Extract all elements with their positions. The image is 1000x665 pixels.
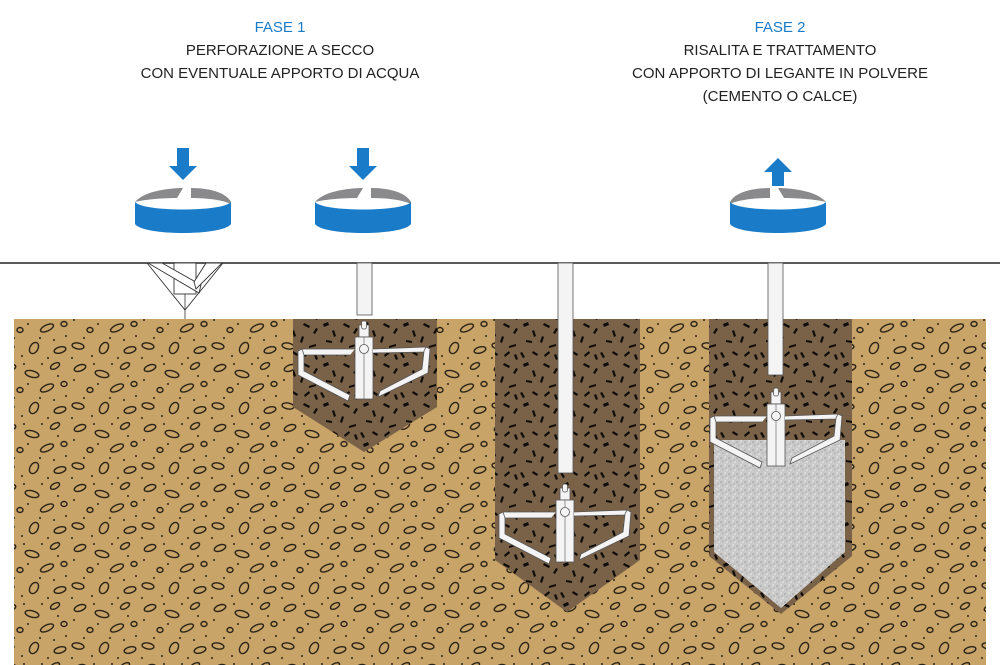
- phase-2-line-1: RISALITA E TRATTAMENTO: [683, 42, 877, 59]
- phase-2-title: FASE 2: [754, 19, 806, 36]
- phase-2-line-2: CON APPORTO DI LEGANTE IN POLVERE: [632, 65, 928, 82]
- rotation-up-icon: [730, 158, 826, 233]
- rotation-down-icon: [135, 148, 231, 233]
- phase-1-title: FASE 1: [254, 19, 306, 36]
- stage-3-full-depth-hole: [495, 262, 640, 612]
- phase-1-caption: FASE 1 PERFORAZIONE A SECCO CON EVENTUAL…: [130, 17, 430, 85]
- stage-2-shallow-hole: [293, 262, 437, 452]
- rotation-down-icon: [315, 148, 411, 233]
- stage-1-tool-entry: [146, 262, 224, 319]
- phase-2-line-3: (CEMENTO O CALCE): [702, 88, 858, 105]
- stage-4-treated-column: [709, 262, 852, 614]
- phase-2-caption: FASE 2 RISALITA E TRATTAMENTO CON APPORT…: [620, 17, 940, 108]
- phase-1-line-1: PERFORAZIONE A SECCO: [185, 42, 375, 59]
- phase-1-line-2: CON EVENTUALE APPORTO DI ACQUA: [140, 65, 420, 82]
- treated-column-fill: [714, 440, 845, 608]
